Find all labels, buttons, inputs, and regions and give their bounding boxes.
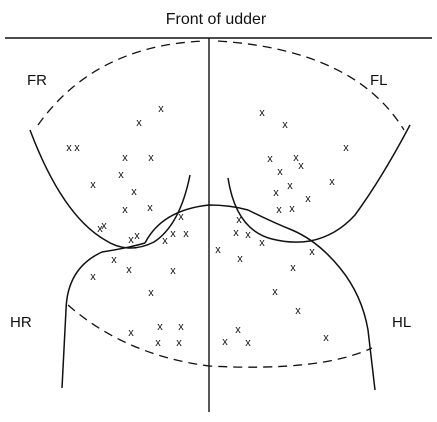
- x-mark: x: [131, 186, 137, 198]
- x-mark: x: [287, 180, 293, 192]
- hind-quarters-outline: [145, 205, 375, 390]
- x-mark: x: [237, 253, 243, 265]
- x-mark: x: [157, 321, 163, 333]
- x-mark: x: [176, 337, 182, 349]
- x-mark: x: [267, 153, 273, 165]
- x-mark: x: [298, 160, 304, 172]
- x-mark: x: [162, 235, 168, 247]
- x-mark: x: [178, 321, 184, 333]
- x-mark: x: [148, 152, 154, 164]
- x-mark: x: [90, 271, 96, 283]
- quarter-label-hr: HR: [10, 314, 32, 331]
- quarter-label-fl: FL: [370, 72, 388, 89]
- x-mark: x: [126, 264, 132, 276]
- x-mark: x: [155, 337, 161, 349]
- fr-dashed-boundary: [38, 41, 205, 125]
- x-mark: x: [309, 246, 315, 258]
- x-mark: x: [259, 107, 265, 119]
- x-mark: x: [329, 176, 335, 188]
- x-mark: x: [236, 214, 242, 226]
- x-mark: x: [74, 142, 80, 154]
- hr-quarter-outline: [62, 243, 145, 388]
- x-mark: x: [118, 169, 124, 181]
- x-mark: x: [233, 227, 239, 239]
- quarter-label-fr: FR: [27, 72, 47, 89]
- x-mark: x: [245, 229, 251, 241]
- x-mark: x: [97, 223, 103, 235]
- x-mark: x: [295, 305, 301, 317]
- x-mark: x: [90, 179, 96, 191]
- x-mark: x: [235, 324, 241, 336]
- quarter-label-hl: HL: [392, 314, 411, 331]
- fr-quarter-outline: [30, 130, 190, 248]
- x-mark: x: [148, 287, 154, 299]
- x-mark: x: [170, 265, 176, 277]
- x-mark: x: [134, 230, 140, 242]
- x-mark: x: [245, 337, 251, 349]
- x-mark: x: [66, 142, 72, 154]
- x-mark: x: [136, 117, 142, 129]
- x-mark: x: [147, 202, 153, 214]
- x-mark: x: [259, 237, 265, 249]
- x-mark: x: [128, 327, 134, 339]
- x-mark: x: [183, 228, 189, 240]
- x-mark: x: [122, 152, 128, 164]
- x-mark: x: [122, 204, 128, 216]
- x-mark: x: [158, 103, 164, 115]
- x-mark: x: [222, 336, 228, 348]
- x-mark: x: [178, 211, 184, 223]
- x-mark: x: [290, 262, 296, 274]
- x-mark: x: [343, 142, 349, 154]
- x-mark: x: [272, 286, 278, 298]
- x-mark: x: [273, 187, 279, 199]
- diagram-title: Front of udder: [166, 11, 267, 28]
- x-mark: x: [111, 254, 117, 266]
- fl-quarter-outline: [228, 125, 410, 242]
- x-mark: x: [305, 193, 311, 205]
- x-mark: x: [276, 204, 282, 216]
- x-mark: x: [170, 228, 176, 240]
- x-mark: x: [323, 332, 329, 344]
- x-mark: x: [282, 119, 288, 131]
- x-mark: x: [215, 244, 221, 256]
- x-mark: x: [277, 166, 283, 178]
- x-mark: x: [289, 203, 295, 215]
